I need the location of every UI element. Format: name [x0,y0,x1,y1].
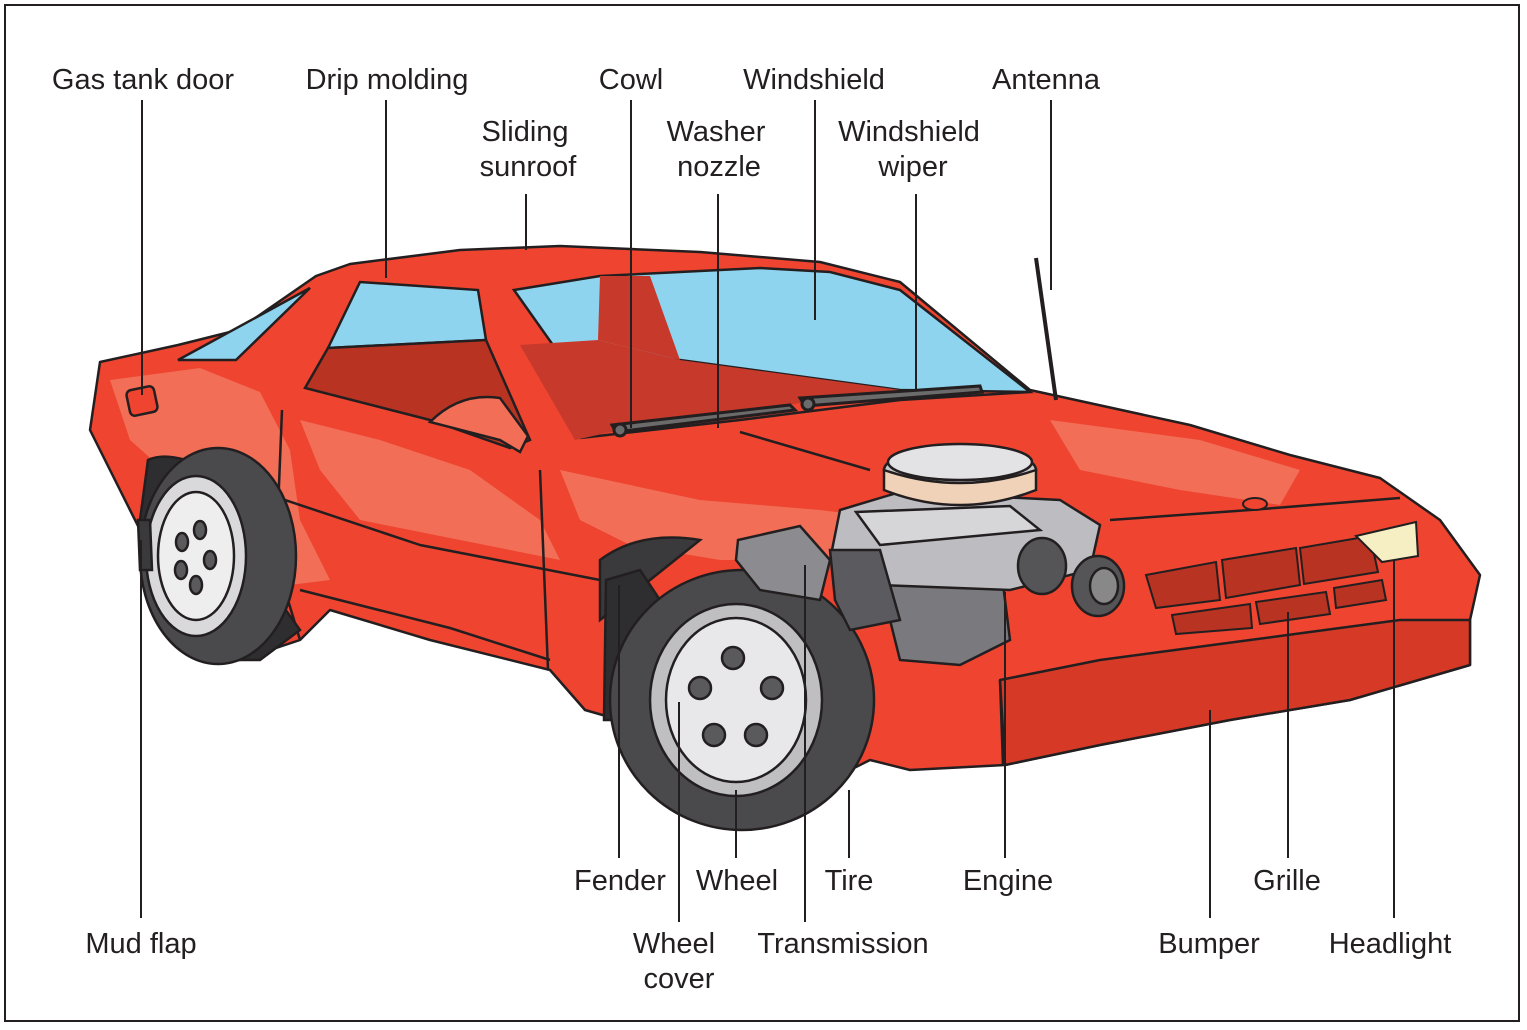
label-windshield-wiper-line1: Windshield [838,116,980,148]
wipers [609,384,985,438]
label-grille: Grille [1253,865,1321,897]
label-sliding-sunroof-line1: Sliding [481,116,569,148]
windows [177,266,1034,450]
label-windshield: Windshield [743,64,885,96]
label-fender: Fender [574,865,666,897]
label-sliding-sunroof-line2: sunroof [479,151,577,183]
label-windshield-wiper-line2: wiper [878,151,948,183]
label-gas-tank-door: Gas tank door [51,64,235,96]
label-washer-nozzle-line1: Washer [666,116,766,148]
label-headlight: Headlight [1328,928,1452,960]
label-drip-molding: Drip molding [305,64,469,96]
antenna-rod [1034,257,1058,401]
grille-shape [1144,534,1388,636]
label-cowl: Cowl [598,64,664,96]
label-washer-nozzle-line2: nozzle [677,151,761,183]
headlight-shape [1354,520,1420,564]
engine-assembly [734,442,1126,667]
leader-lines [140,100,1395,922]
label-bumper: Bumper [1158,928,1260,960]
label-antenna: Antenna [991,64,1101,96]
hood-cap [1242,497,1268,511]
side-mirror [427,395,530,454]
rear-wheel [136,446,302,666]
label-wheel-cover-line2: cover [643,963,715,995]
label-engine: Engine [962,865,1054,897]
label-wheel-cover-line1: Wheel [632,928,716,960]
front-wheel [598,536,876,832]
label-tire: Tire [824,865,874,897]
gas-tank-door-shape [125,385,159,417]
label-mud-flap: Mud flap [85,928,197,960]
label-wheel: Wheel [695,865,779,897]
label-transmission: Transmission [757,928,929,960]
